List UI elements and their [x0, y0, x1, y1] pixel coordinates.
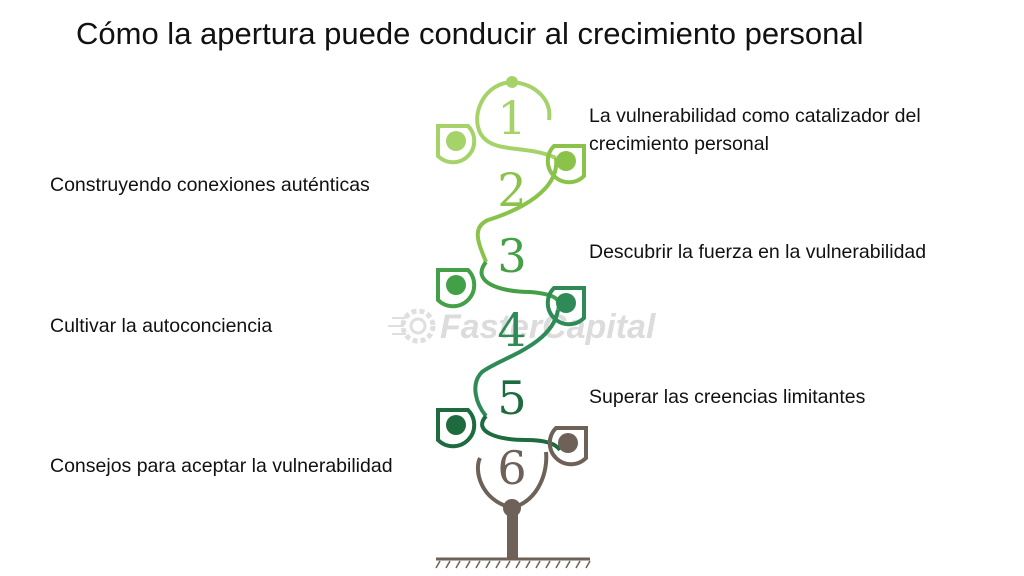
leaf-5	[436, 408, 477, 449]
vine-segment-4	[473, 309, 560, 418]
step-number-3: 3	[497, 229, 526, 283]
step-number-6: 6	[497, 441, 526, 495]
ground	[435, 557, 591, 569]
leaf-1	[436, 124, 477, 165]
step-label-6: Consejos para aceptar la vulnerabilidad	[50, 455, 393, 477]
vine-segment-2	[475, 157, 559, 263]
leaf-4	[545, 286, 586, 327]
leaf-2	[545, 144, 586, 185]
step-label-4: Cultivar la autoconciencia	[50, 315, 273, 337]
step-label-3: Descubrir la fuerza en la vulnerabilidad	[589, 241, 927, 263]
leaf-6	[547, 426, 588, 467]
gear-icon	[388, 308, 436, 344]
step-label-5: Superar las creencias limitantes	[589, 386, 866, 408]
step-label-2: Construyendo conexiones auténticas	[50, 174, 370, 196]
page-title: Cómo la apertura puede conducir al creci…	[76, 16, 864, 51]
step-number-2: 2	[497, 163, 526, 217]
step-number-1: 1	[497, 91, 526, 145]
vine-segment-5	[480, 414, 562, 452]
step-number-4: 4	[497, 303, 526, 357]
leaf-3	[436, 268, 477, 309]
stem	[475, 451, 549, 559]
step-label-1: La vulnerabilidad como catalizador del c…	[589, 105, 921, 155]
step-number-5: 5	[497, 371, 526, 425]
vine-segment-1	[475, 76, 557, 160]
